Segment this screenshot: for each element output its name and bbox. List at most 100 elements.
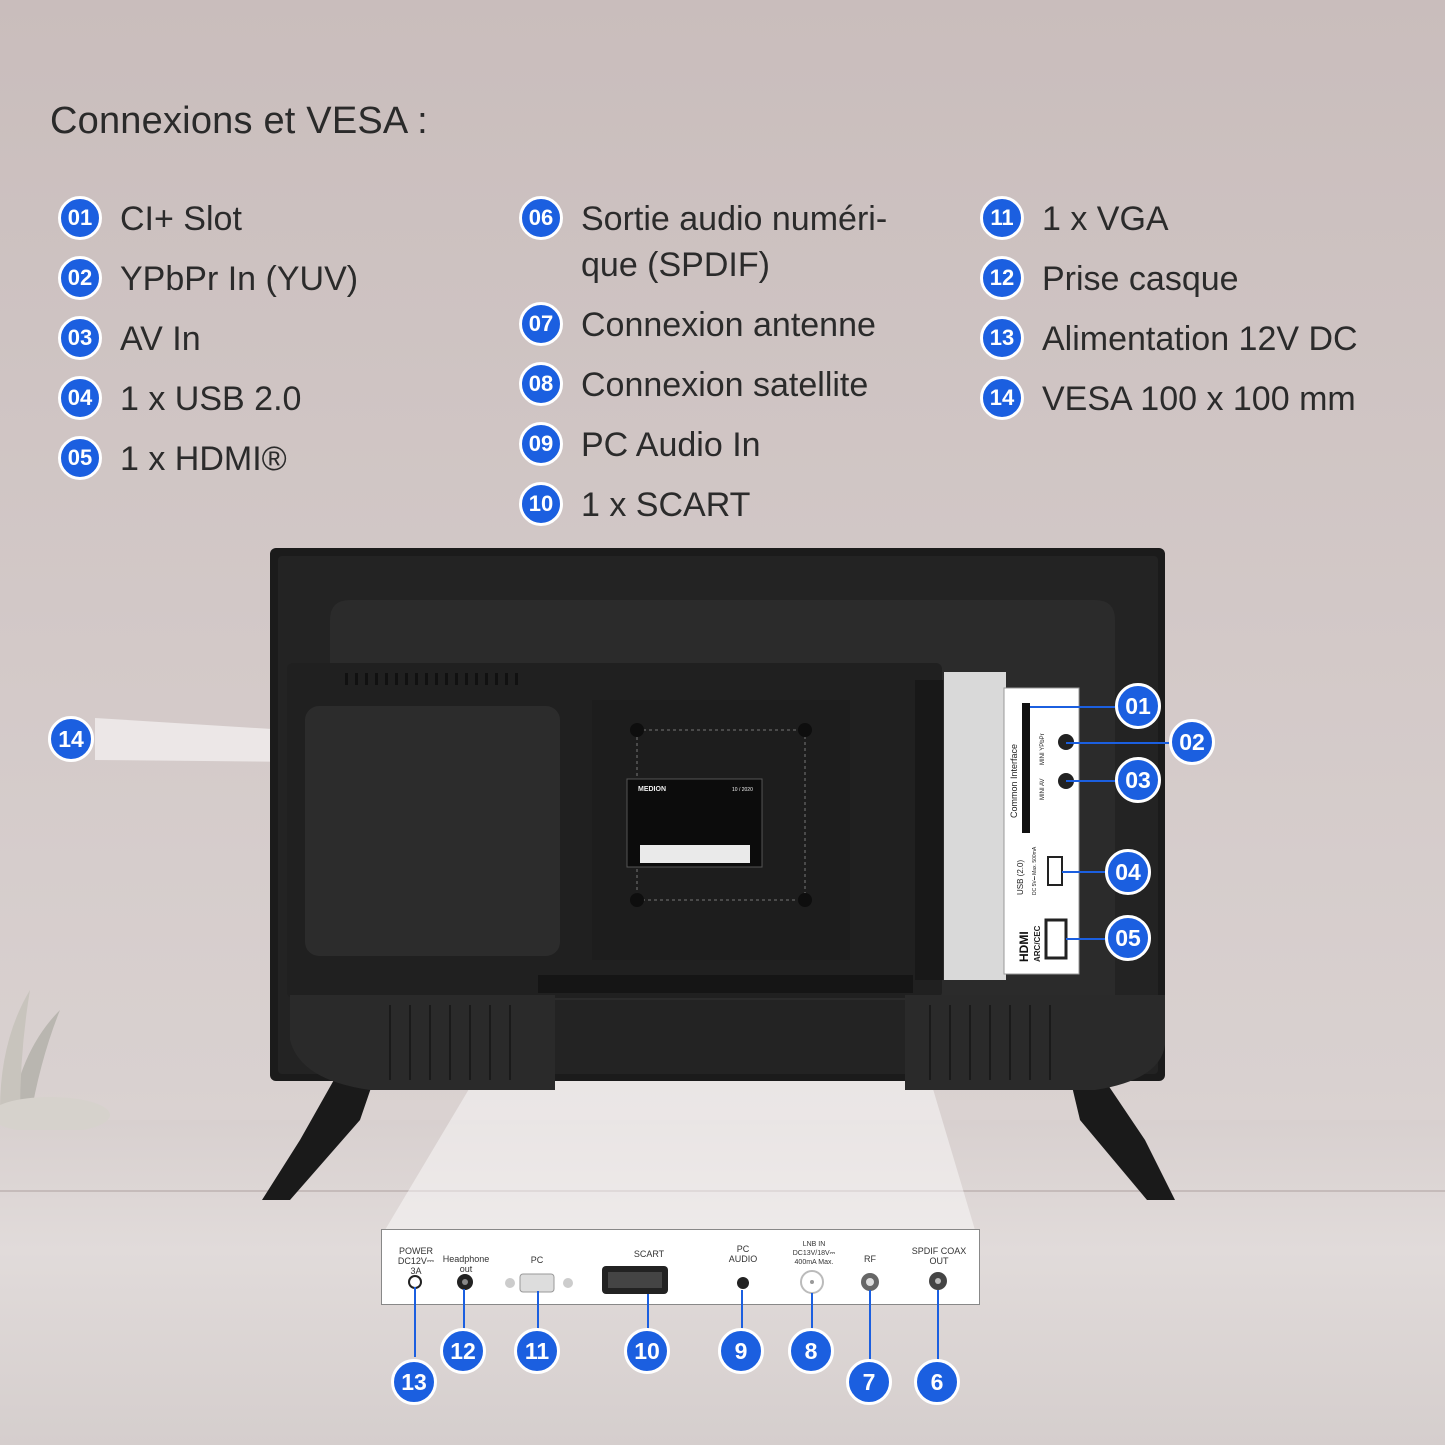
callout-badge: 6 bbox=[914, 1359, 960, 1405]
foot-housing-right bbox=[905, 995, 1165, 1090]
callout-badge: 05 bbox=[1105, 915, 1151, 961]
lnb-port-label: LNB IN DC13V/18V⎓ 400mA Max. bbox=[792, 1241, 836, 1266]
callout-9: 9 bbox=[718, 1328, 764, 1374]
legend-label-line1: Sortie audio numéri- bbox=[581, 200, 888, 238]
legend-badge: 08 bbox=[519, 362, 563, 406]
legend-label: 1 x VGA bbox=[1042, 200, 1169, 238]
callout-badge: 13 bbox=[391, 1359, 437, 1405]
legend-label: Connexion satellite bbox=[581, 366, 869, 404]
legend-item-09: 09 PC Audio In bbox=[519, 422, 761, 468]
callout-badge: 01 bbox=[1115, 683, 1161, 729]
callout-badge: 12 bbox=[440, 1328, 486, 1374]
legend-label: 1 x HDMI® bbox=[120, 440, 287, 478]
callout-11: 11 bbox=[514, 1328, 560, 1374]
callout-02: 02 bbox=[1169, 719, 1215, 765]
pc-audio-port-label: PC AUDIO bbox=[728, 1244, 758, 1264]
legend-badge: 13 bbox=[980, 316, 1024, 360]
usb-spec-label: DC 5V⎓ Max. 500mA bbox=[1032, 846, 1038, 895]
stand-right bbox=[1070, 1078, 1175, 1200]
legend-badge: 06 bbox=[519, 196, 563, 240]
callout-badge: 04 bbox=[1105, 849, 1151, 895]
spdif-port-label: SPDIF COAX OUT bbox=[911, 1246, 967, 1266]
legend-badge: 02 bbox=[58, 256, 102, 300]
callout-04: 04 bbox=[1105, 849, 1151, 895]
legend-item-06: 06 Sortie audio numéri- que (SPDIF) bbox=[519, 196, 887, 288]
legend-badge: 05 bbox=[58, 436, 102, 480]
power-port-label: POWER DC12V⎓ 3A bbox=[397, 1246, 435, 1276]
callout-badge: 14 bbox=[48, 716, 94, 762]
callout-05: 05 bbox=[1105, 915, 1151, 961]
legend-label: YPbPr In (YUV) bbox=[120, 260, 359, 298]
callout-03: 03 bbox=[1115, 757, 1161, 803]
callout-14: 14 bbox=[48, 716, 94, 762]
usb-port bbox=[1047, 856, 1063, 886]
legend-badge: 07 bbox=[519, 302, 563, 346]
bottom-port-panel: POWER DC12V⎓ 3A Headphone out PC SCART P… bbox=[381, 1229, 980, 1305]
callout-line-01 bbox=[1030, 706, 1115, 708]
mini-ypbpr-label: MINI YPbPr bbox=[1040, 733, 1046, 765]
callout-line-6 bbox=[937, 1290, 939, 1360]
legend-label-line2: que (SPDIF) bbox=[581, 246, 770, 284]
legend-badge: 09 bbox=[519, 422, 563, 466]
callout-line-02 bbox=[1066, 742, 1171, 744]
mini-av-label: MINI AV bbox=[1040, 778, 1046, 800]
plant-decoration bbox=[0, 990, 110, 1130]
shelf-edge bbox=[0, 1190, 1445, 1192]
callout-badge: 10 bbox=[624, 1328, 670, 1374]
stand-left bbox=[262, 1078, 372, 1200]
callout-line-05 bbox=[1066, 938, 1108, 940]
callout-13: 13 bbox=[391, 1359, 437, 1405]
callout-badge: 11 bbox=[514, 1328, 560, 1374]
legend-item-04: 04 1 x USB 2.0 bbox=[58, 376, 301, 422]
callout-01: 01 bbox=[1115, 683, 1161, 729]
legend-label: Alimentation 12V DC bbox=[1042, 320, 1358, 358]
hdmi-arc-label: ARC/CEC bbox=[1033, 925, 1042, 962]
legend-label: VESA 100 x 100 mm bbox=[1042, 380, 1356, 418]
callout-line-03 bbox=[1066, 780, 1118, 782]
rating-label-date: 10 / 2020 bbox=[732, 787, 753, 793]
headphone-port-label: Headphone out bbox=[442, 1254, 490, 1274]
legend-item-02: 02 YPbPr In (YUV) bbox=[58, 256, 358, 302]
legend-label: Sortie audio numéri- que (SPDIF) bbox=[581, 196, 887, 288]
callout-line-13 bbox=[414, 1287, 416, 1357]
callout-badge: 9 bbox=[718, 1328, 764, 1374]
callout-badge: 02 bbox=[1169, 719, 1215, 765]
legend-label: Connexion antenne bbox=[581, 306, 876, 344]
scart-port-label: SCART bbox=[633, 1249, 665, 1259]
callout-line-7 bbox=[869, 1290, 871, 1360]
legend-item-12: 12 Prise casque bbox=[980, 256, 1239, 302]
legend-badge: 14 bbox=[980, 376, 1024, 420]
legend-label: AV In bbox=[120, 320, 201, 358]
legend-label: 1 x SCART bbox=[581, 486, 751, 524]
vga-port bbox=[519, 1273, 555, 1293]
legend-label: CI+ Slot bbox=[120, 200, 242, 238]
foot-housing-left bbox=[290, 995, 555, 1090]
legend-item-14: 14 VESA 100 x 100 mm bbox=[980, 376, 1356, 422]
callout-8: 8 bbox=[788, 1328, 834, 1374]
vga-port-label: PC bbox=[530, 1255, 544, 1265]
callout-line-9 bbox=[741, 1290, 743, 1329]
pc-audio-port bbox=[737, 1277, 749, 1289]
legend-item-11: 11 1 x VGA bbox=[980, 196, 1169, 242]
bottom-port-shapes bbox=[408, 1266, 947, 1294]
callout-badge: 03 bbox=[1115, 757, 1161, 803]
rating-label-brand: MEDION bbox=[638, 786, 666, 793]
usb-label: USB (2.0) bbox=[1016, 860, 1025, 895]
legend-label: 1 x USB 2.0 bbox=[120, 380, 302, 418]
callout-line-11 bbox=[537, 1291, 539, 1329]
legend-badge: 12 bbox=[980, 256, 1024, 300]
legend-item-07: 07 Connexion antenne bbox=[519, 302, 876, 348]
legend-item-05: 05 1 x HDMI® bbox=[58, 436, 287, 482]
callout-12: 12 bbox=[440, 1328, 486, 1374]
legend-item-13: 13 Alimentation 12V DC bbox=[980, 316, 1358, 362]
legend-badge: 01 bbox=[58, 196, 102, 240]
callout-6: 6 bbox=[914, 1359, 960, 1405]
legend-badge: 10 bbox=[519, 482, 563, 526]
power-module bbox=[305, 706, 560, 956]
legend-item-08: 08 Connexion satellite bbox=[519, 362, 868, 408]
legend-badge: 03 bbox=[58, 316, 102, 360]
legend-label: PC Audio In bbox=[581, 426, 761, 464]
legend-item-03: 03 AV In bbox=[58, 316, 201, 362]
